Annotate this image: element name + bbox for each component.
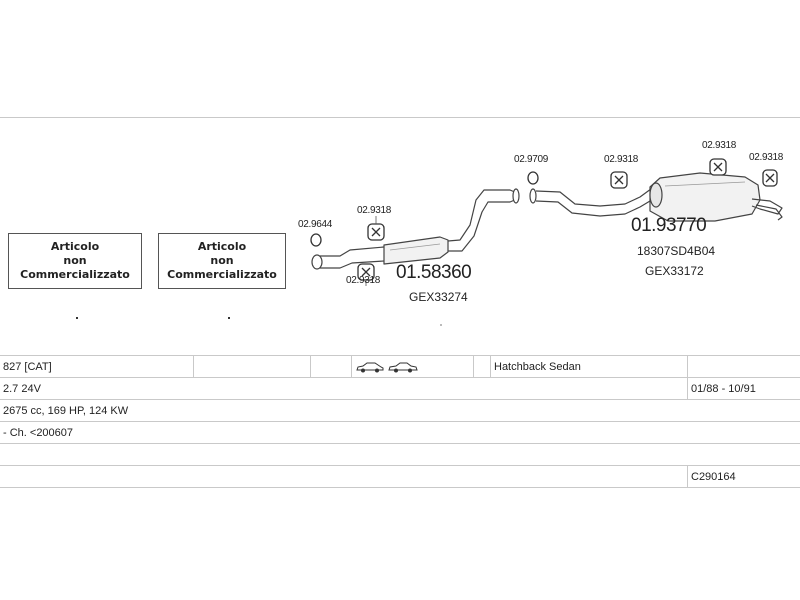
middle-pipe-shape	[447, 189, 518, 252]
spec-years: 01/88 - 10/91	[687, 377, 800, 400]
spec-row-model: 827 [CAT] Hatchback Sedan	[0, 355, 800, 378]
sedan-car-icon	[388, 362, 418, 373]
part-label-02-9318-rear-b: 02.9318	[702, 140, 737, 151]
ring-middle-shape	[527, 171, 539, 185]
middle-silencer-shape	[383, 236, 449, 265]
top-border-line	[0, 117, 800, 118]
na-box-2-line2: non	[210, 254, 234, 267]
spec-engine: 2.7 24V	[0, 377, 688, 400]
not-available-box-2: Articolo non Commercializzato	[158, 233, 286, 289]
hanger-front-upper	[367, 223, 385, 241]
part-label-02-9318-front-lower: 02.9318	[346, 275, 381, 286]
spec-empty-row	[0, 443, 800, 466]
spec-row-engine: 2.7 24V 01/88 - 10/91	[0, 377, 800, 400]
rear-pipe-shape	[535, 185, 656, 217]
front-pipe-inlet	[320, 246, 385, 269]
spec-row-empty	[0, 443, 800, 466]
exhaust-system-diagram	[310, 158, 783, 326]
na-box-1-line1: Articolo	[50, 240, 100, 253]
spec-empty-cell	[193, 355, 311, 378]
part-label-01-93770: 01.93770	[631, 215, 707, 236]
na-box-1-line2: non	[63, 254, 87, 267]
part-label-02-9644: 02.9644	[298, 219, 333, 230]
na-box-1-line3: Commercializzato	[20, 268, 130, 281]
spec-row-details: 2675 cc, 169 HP, 124 KW	[0, 399, 800, 422]
spec-empty-cell	[310, 355, 352, 378]
spec-empty-cell	[687, 355, 800, 378]
na-box-2-line3: Commercializzato	[167, 268, 277, 281]
part-label-02-9318-rear-c: 02.9318	[749, 152, 784, 163]
spec-body-icons	[351, 355, 474, 378]
part-label-02-9709: 02.9709	[514, 154, 549, 165]
not-available-box-1: Articolo non Commercializzato	[8, 233, 142, 289]
spec-row-chassis: - Ch. <200607	[0, 421, 800, 444]
rear-silencer-shape	[649, 172, 761, 222]
spec-empty-cell	[0, 465, 688, 488]
tailpipe-shape	[751, 198, 783, 221]
spec-empty-cell	[473, 355, 491, 378]
part-label-01-58360: 01.58360	[396, 262, 472, 283]
part-label-02-9318-front-upper: 02.9318	[357, 205, 392, 216]
spec-row-code: C290164	[0, 465, 800, 488]
hanger-rear-c	[762, 169, 778, 187]
spec-model: 827 [CAT]	[0, 355, 194, 378]
front-flange-shape	[311, 254, 323, 270]
part-label-18307sd4b04: 18307SD4B04	[637, 244, 716, 258]
spec-details: 2675 cc, 169 HP, 124 KW	[0, 399, 800, 422]
hanger-rear-a	[610, 171, 628, 189]
na-box-1-marker	[76, 317, 78, 319]
part-label-gex33172: GEX33172	[645, 264, 704, 278]
hanger-rear-b	[709, 158, 727, 176]
hatchback-car-icon	[356, 362, 384, 373]
spec-chassis: - Ch. <200607	[0, 421, 800, 444]
part-label-gex33274: GEX33274	[409, 290, 468, 304]
clamp-ring-front	[310, 233, 322, 247]
na-box-2-marker	[228, 317, 230, 319]
hanger-front-lower	[357, 263, 375, 281]
part-label-02-9318-rear-a: 02.9318	[604, 154, 639, 165]
spec-body-type: Hatchback Sedan	[490, 355, 688, 378]
vehicle-spec-table: 827 [CAT] Hatchback Sedan 2.7 24V 01/88 …	[0, 355, 800, 488]
na-box-2-line1: Articolo	[197, 240, 247, 253]
middle-flange-shape	[512, 188, 520, 204]
rear-flange-shape	[529, 188, 537, 204]
spec-code: C290164	[687, 465, 800, 488]
